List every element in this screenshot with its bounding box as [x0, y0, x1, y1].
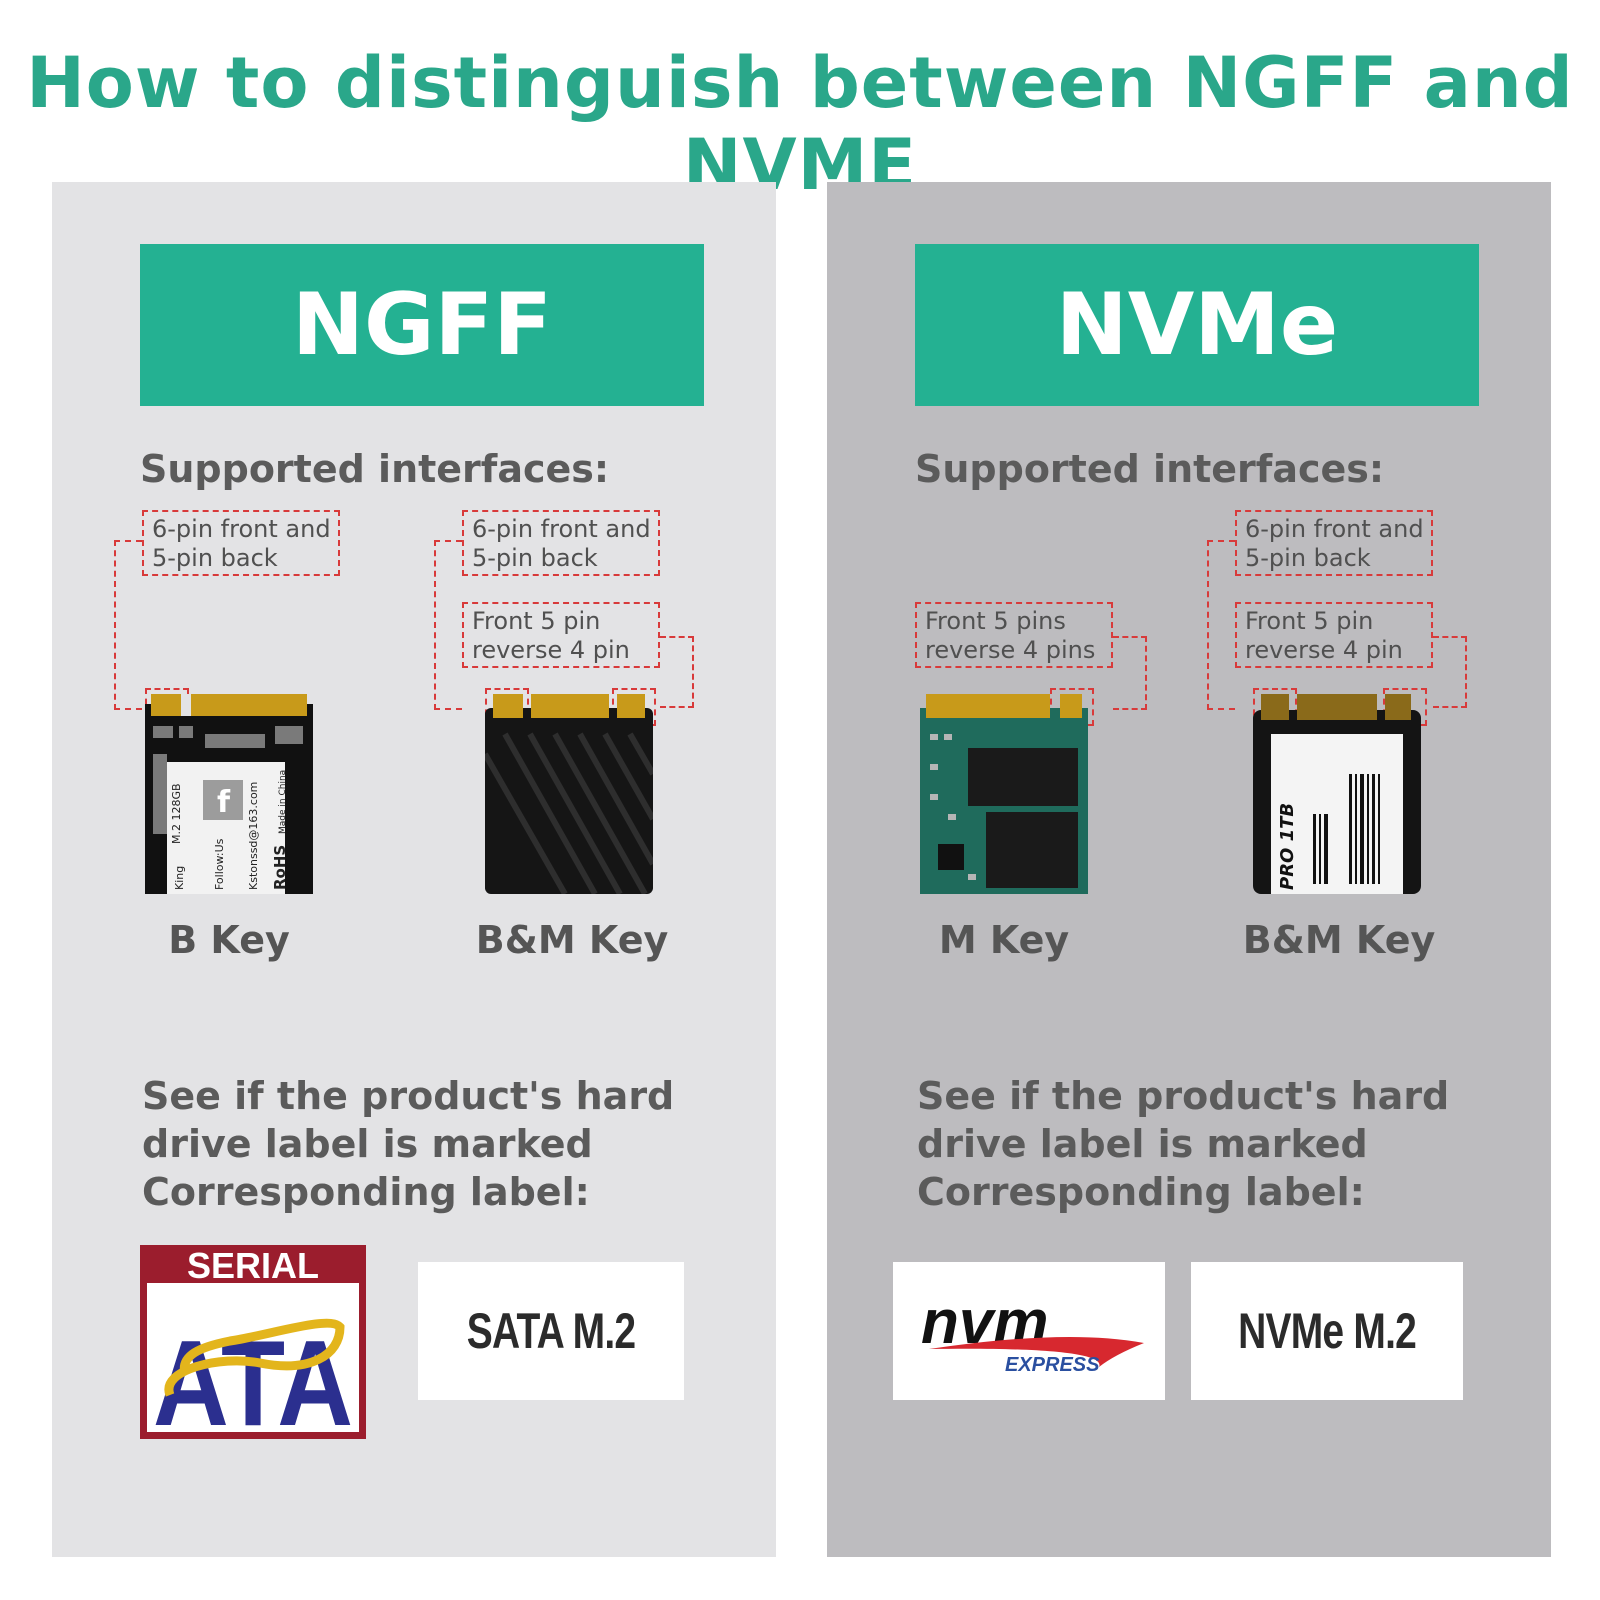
ssd-label-text: RoHS	[271, 845, 289, 890]
bm-key-pin-note: 6-pin front and 5-pin back	[1235, 510, 1433, 576]
m-key-label: M Key	[938, 918, 1070, 962]
serial-ata-logo: SERIAL ATA	[140, 1245, 366, 1439]
check-line: Corresponding label:	[917, 1170, 1365, 1214]
b-key-pin-note: 6-pin front and 5-pin back	[142, 510, 340, 576]
callout-line	[114, 540, 142, 710]
nvm-express-logo-box: nvm EXPRESS	[893, 1262, 1165, 1400]
ngff-panel: NGFF Supported interfaces: 6-pin front a…	[52, 182, 776, 1557]
check-line: drive label is marked	[917, 1122, 1368, 1166]
supported-interfaces-heading: Supported interfaces:	[140, 447, 610, 491]
nvme-banner: NVMe	[915, 244, 1479, 406]
ssd-label-text: Follow:Us	[213, 838, 226, 890]
m-key-ssd-image	[920, 694, 1088, 894]
bm-key-ssd-image	[485, 694, 653, 894]
nvme-bm-key-ssd-image: PRO 1TB	[1253, 694, 1421, 894]
label-check-text: See if the product's hard drive label is…	[142, 1072, 742, 1216]
callout-line	[434, 540, 462, 710]
logo-text: EXPRESS	[1005, 1354, 1100, 1376]
b-key-ssd-image: f King M.2 128GB Follow:Us Kstonssd@163.…	[145, 694, 313, 894]
logo-text: SERIAL	[187, 1245, 319, 1286]
label-check-text: See if the product's hard drive label is…	[917, 1072, 1517, 1216]
nvm-express-logo: nvm EXPRESS	[921, 1288, 1144, 1376]
check-line: See if the product's hard	[917, 1074, 1450, 1118]
m-key-reverse-note: Front 5 pins reverse 4 pins	[915, 602, 1113, 668]
svg-text:f: f	[217, 785, 231, 820]
ngff-banner: NGFF	[140, 244, 704, 406]
bm-key-reverse-note: Front 5 pin reverse 4 pin	[1235, 602, 1433, 668]
callout-line	[1207, 540, 1235, 710]
check-line: Corresponding label:	[142, 1170, 590, 1214]
ssd-label-text: King	[173, 866, 186, 890]
nvme-m2-label: NVMe M.2	[1238, 1303, 1417, 1359]
check-line: drive label is marked	[142, 1122, 593, 1166]
callout-line	[1113, 636, 1147, 710]
ssd-label-text: M.2 128GB	[170, 783, 183, 844]
callout-line	[660, 636, 694, 708]
ssd-label-text: PRO 1TB	[1277, 803, 1298, 890]
bm-key-label: B&M Key	[1242, 918, 1436, 962]
bm-key-reverse-note: Front 5 pin reverse 4 pin	[462, 602, 660, 668]
sata-m2-label: SATA M.2	[466, 1303, 636, 1359]
bm-key-pin-note: 6-pin front and 5-pin back	[462, 510, 660, 576]
callout-line	[1433, 636, 1467, 708]
nvme-panel: NVMe Supported interfaces: Front 5 pins …	[827, 182, 1551, 1557]
supported-interfaces-heading: Supported interfaces:	[915, 447, 1385, 491]
check-line: See if the product's hard	[142, 1074, 675, 1118]
sata-m2-label-box: SATA M.2	[418, 1262, 684, 1400]
bm-key-label: B&M Key	[475, 918, 669, 962]
b-key-label: B Key	[168, 918, 290, 962]
ssd-label-text: Kstonssd@163.com	[247, 782, 260, 890]
page-title: How to distinguish between NGFF and NVME	[26, 42, 1574, 206]
ssd-label-text: Made in China	[278, 770, 288, 834]
nvme-m2-label-box: NVMe M.2	[1191, 1262, 1463, 1400]
